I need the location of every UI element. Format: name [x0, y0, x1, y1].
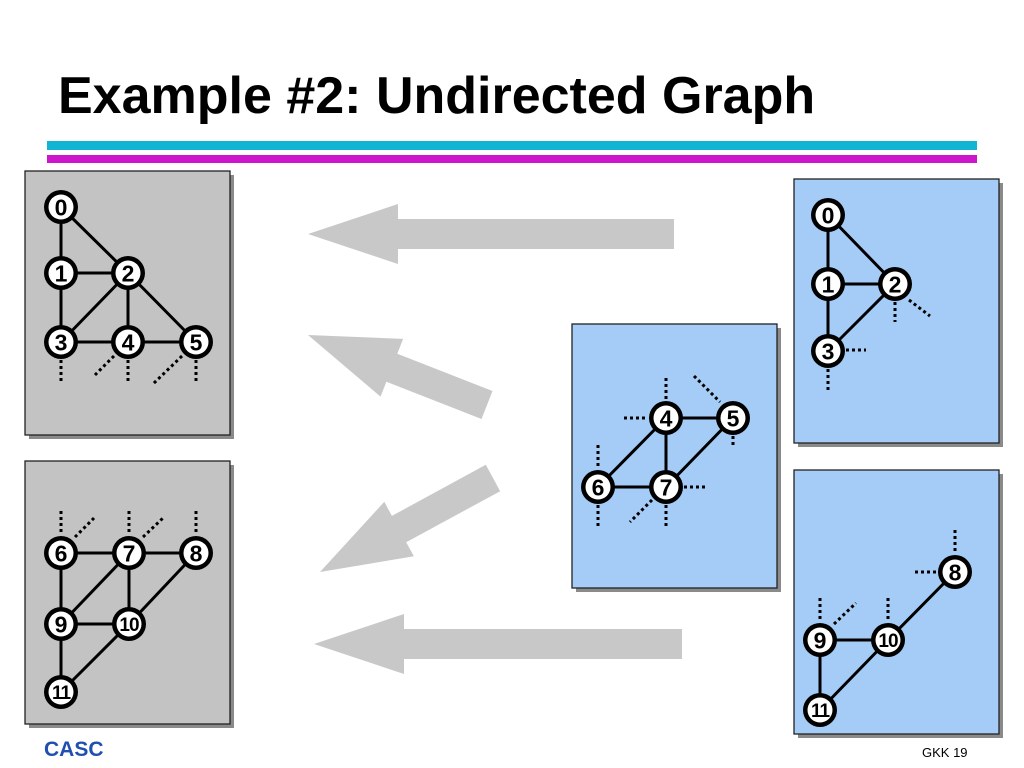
graph-node: 11 [803, 693, 837, 727]
merge-arrow-lower [320, 464, 501, 572]
graph-node: 8 [179, 536, 213, 570]
graph-node: 2 [111, 256, 145, 290]
graph-node-label: 10 [878, 631, 898, 652]
external-edge-stub [908, 298, 931, 318]
panel-part-b [571, 323, 778, 589]
graph-node-label: 4 [660, 405, 673, 431]
graph-node-label: 6 [592, 474, 605, 500]
footer-page-label: GKK 19 [922, 745, 968, 760]
graph-node-label: 8 [190, 540, 203, 566]
graph-node: 3 [811, 334, 845, 368]
external-edge-stub [93, 354, 116, 377]
graph-node: 10 [871, 623, 905, 657]
merge-arrow-upper [308, 335, 493, 419]
graph-node-label: 10 [119, 615, 139, 636]
graph-node: 3 [44, 325, 78, 359]
graph-node: 11 [44, 675, 78, 709]
merge-arrow-top [308, 204, 674, 264]
graph-node: 8 [938, 555, 972, 589]
graph-node-label: 2 [122, 260, 135, 286]
graph-node: 5 [716, 401, 750, 435]
graph-node: 1 [44, 256, 78, 290]
graph-node-label: 9 [814, 627, 827, 653]
graph-node-label: 11 [52, 683, 72, 704]
graph-node: 5 [179, 325, 213, 359]
graph-node-label: 0 [55, 194, 68, 220]
graph-node: 7 [112, 536, 146, 570]
graph-node: 9 [44, 607, 78, 641]
graph-node-label: 7 [660, 474, 673, 500]
graph-node-label: 6 [55, 540, 68, 566]
graph-node-label: 5 [727, 405, 740, 431]
graph-node-label: 4 [122, 329, 135, 355]
graph-node-label: 2 [889, 271, 902, 297]
graph-node-label: 11 [811, 701, 831, 722]
graph-node-label: 3 [822, 338, 835, 364]
graph-node: 4 [649, 401, 683, 435]
graph-node: 4 [111, 325, 145, 359]
external-edge-stub [141, 516, 165, 539]
graph-node-label: 9 [55, 611, 68, 637]
graph-node: 10 [112, 607, 146, 641]
graph-node-label: 1 [822, 271, 835, 297]
graph-node-label: 1 [55, 260, 68, 286]
graph-node: 6 [581, 470, 615, 504]
graph-node: 0 [811, 198, 845, 232]
graph-node: 1 [811, 267, 845, 301]
external-edge-stub [832, 601, 858, 626]
panel-part-c [793, 469, 1000, 735]
graph-node: 0 [44, 190, 78, 224]
title-rule-cyan [47, 141, 977, 150]
merge-arrow-bottom [314, 614, 682, 674]
graph-node-label: 7 [123, 540, 136, 566]
graph-node: 6 [44, 536, 78, 570]
graph-node: 9 [803, 623, 837, 657]
title-rule-magenta [47, 155, 977, 163]
graph-node: 7 [649, 470, 683, 504]
graph-node: 2 [878, 267, 912, 301]
external-edge-stub [151, 354, 184, 386]
external-edge-stub [628, 498, 654, 524]
graph-node-label: 0 [822, 202, 835, 228]
slide-title: Example #2: Undirected Graph [58, 67, 816, 125]
graph-node-label: 5 [190, 329, 203, 355]
external-edge-stub [73, 516, 96, 539]
footer-org-label: CASC [44, 738, 104, 761]
graph-node-label: 8 [949, 559, 962, 585]
external-edge-stub [692, 374, 722, 404]
graph-node-label: 3 [55, 329, 68, 355]
